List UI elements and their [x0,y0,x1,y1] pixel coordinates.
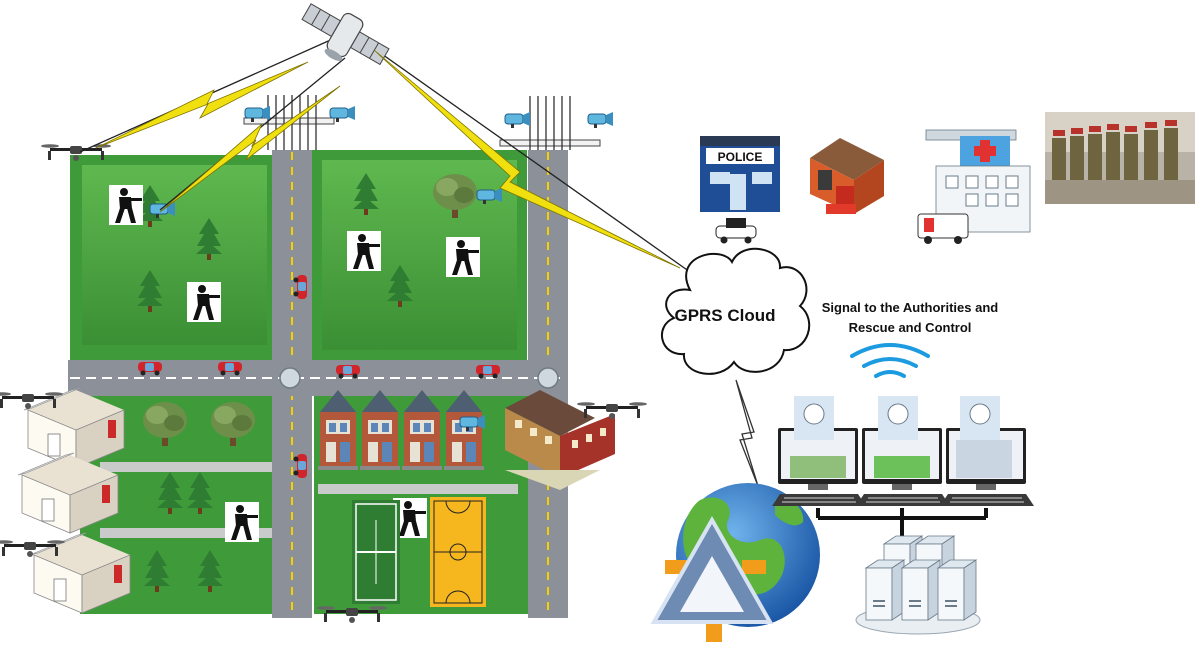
cctv-pole-right [499,96,614,150]
signal-label-line-2: Rescue and Control [848,320,972,335]
signal-authorities-label: Signal to the Authorities and Rescue and… [800,298,1020,338]
wifi-signal-icon [850,343,930,378]
alert-triangle-icon [650,515,774,642]
army-troops-photo [1045,112,1195,204]
control-room-monitors [772,396,1034,506]
hospital-icon [917,129,1031,244]
basketball-court [430,497,486,607]
network-links [816,508,988,540]
server-cluster-icon [855,535,981,635]
fire-station-icon [810,138,884,214]
drone-icon [0,540,65,557]
cctv-camera-icon [504,111,531,129]
tennis-court [352,500,400,604]
city-map [17,95,615,618]
armed-suspect-icon [225,502,259,542]
keyboard-icon [940,494,1034,506]
server-icon [865,559,905,621]
armed-suspect-icon [109,185,143,225]
cctv-camera-icon [587,111,614,129]
police-sign-text: POLICE [718,150,763,164]
police-station-icon: POLICE [700,136,780,244]
wireless-link-bolts [95,49,681,269]
server-icon [937,559,977,621]
gprs-cloud-label: GPRS Cloud [674,306,776,325]
server-icon [901,559,941,621]
armed-suspect-icon [446,237,480,277]
school-building-icon [505,390,615,490]
drone-icon [317,606,387,623]
signal-label-line-1: Signal to the Authorities and [821,300,999,315]
armed-suspect-icon [347,231,381,271]
link-bolt-cloud-globe [735,379,759,487]
gprs-cloud-icon [661,247,811,375]
keyboard-icon [856,494,950,506]
armed-suspect-icon [187,282,221,322]
keyboard-icon [772,494,866,506]
